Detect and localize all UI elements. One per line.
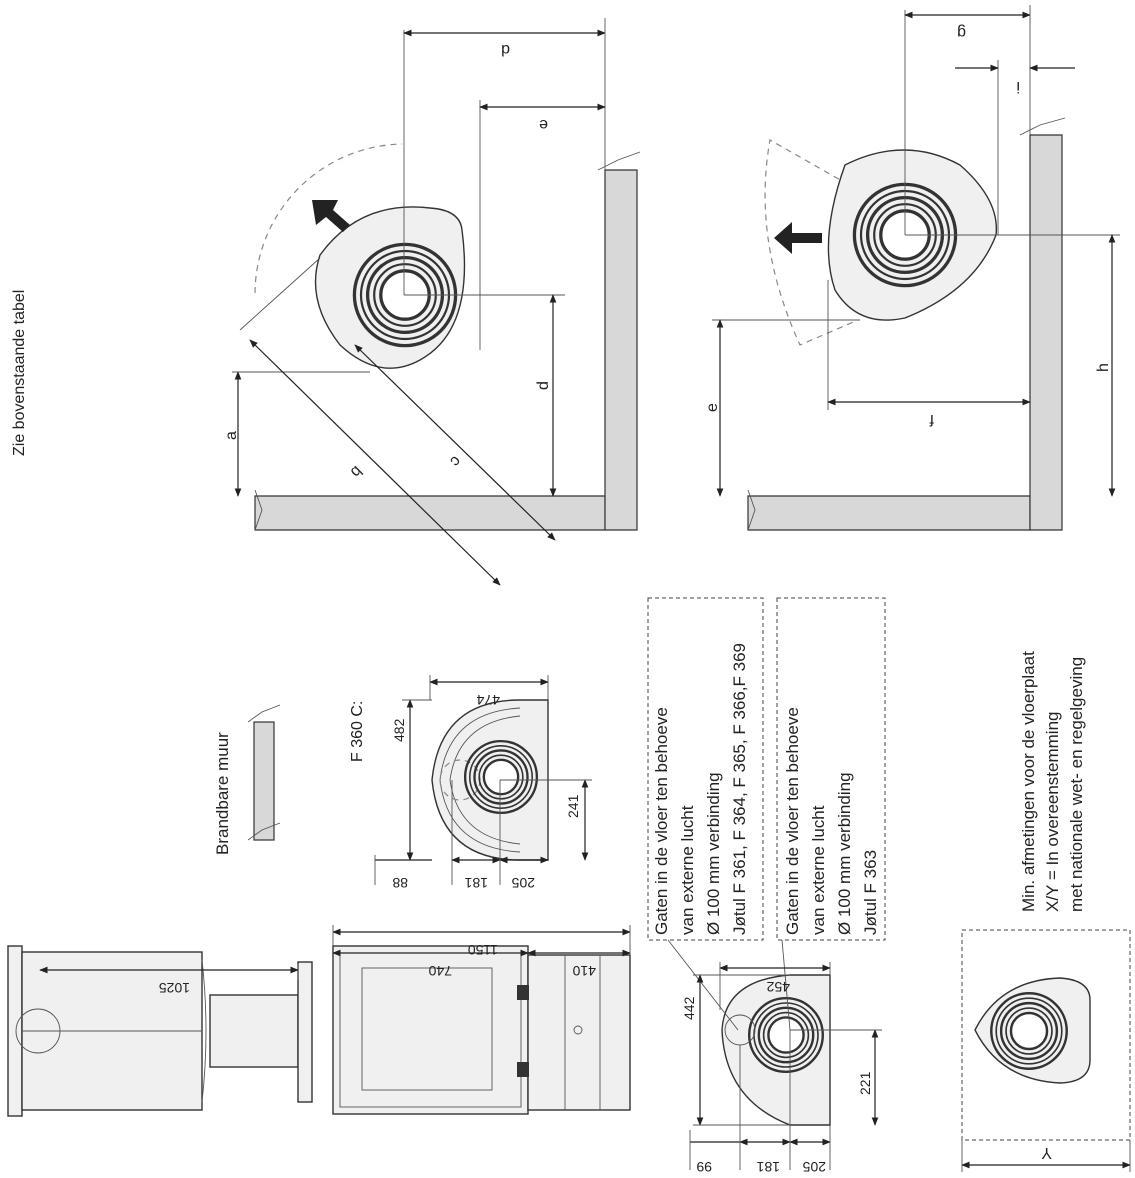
door-swing-arc bbox=[254, 143, 403, 294]
floor-holes-plan: 452 442 221 99 181 205 bbox=[667, 939, 882, 1175]
dim-241: 241 bbox=[565, 794, 581, 818]
wall-swatch bbox=[253, 721, 275, 841]
dim-410: 410 bbox=[572, 963, 596, 979]
see-table-label: Zie bovenstaande tabel bbox=[11, 290, 28, 456]
direction-arrow-icon bbox=[312, 200, 350, 232]
dim-letter-e-top: e bbox=[539, 116, 548, 133]
air-holes-box-1: Gaten in de vloer ten behoeve van extern… bbox=[647, 597, 764, 941]
door-swing-sector bbox=[764, 139, 859, 346]
corner-install-diagram: a b c d d e bbox=[223, 18, 641, 586]
box1-line3: Ø 100 mm verbinding bbox=[704, 772, 723, 935]
dim-letter-i: i bbox=[1016, 78, 1020, 95]
dim-letter-g: g bbox=[957, 24, 966, 41]
wall-right bbox=[604, 169, 638, 531]
box1-line4: Jøtul F 361, F 364, F 365, F 366,F 369 bbox=[730, 643, 749, 935]
dim-474: 474 bbox=[476, 692, 500, 708]
dim-740: 740 bbox=[428, 963, 452, 979]
box1-line1: Gaten in de vloer ten behoeve bbox=[652, 707, 671, 935]
wall-bottom bbox=[254, 495, 606, 531]
dim-letter-f: f bbox=[929, 411, 934, 428]
floorplate-box: Y bbox=[961, 929, 1131, 1172]
model-c-label: F 360 C: bbox=[349, 701, 366, 762]
dim-205-bottom: 205 bbox=[802, 1159, 826, 1175]
box2-line1: Gaten in de vloer ten behoeve bbox=[783, 707, 802, 935]
dim-205-top: 205 bbox=[511, 875, 535, 891]
dim-letter-b: b bbox=[347, 462, 365, 480]
side-view: 1025 bbox=[7, 945, 313, 1117]
combustible-wall-legend: Brandbare muur bbox=[213, 704, 281, 855]
wall-install-diagram: g i e f h bbox=[704, 5, 1120, 531]
dim-221: 221 bbox=[857, 1071, 873, 1095]
box2-line4: Jøtul F 363 bbox=[861, 850, 880, 935]
min-dims-line2: X/Y = In overeenstemming bbox=[1043, 712, 1062, 913]
combustible-wall-label: Brandbare muur bbox=[213, 732, 232, 855]
dim-482: 482 bbox=[391, 718, 407, 742]
wall-bottom-right bbox=[747, 495, 1031, 531]
dim-181-top: 181 bbox=[464, 875, 488, 891]
dim-1025: 1025 bbox=[159, 980, 190, 996]
box2-line3: Ø 100 mm verbinding bbox=[835, 772, 854, 935]
dim-letter-e: e bbox=[704, 403, 721, 412]
direction-arrow-right-icon bbox=[774, 222, 822, 254]
wall-right-right bbox=[1029, 134, 1063, 531]
dim-letter-d-vertical: d bbox=[535, 381, 552, 390]
dim-88: 88 bbox=[392, 875, 408, 891]
dim-181-bottom: 181 bbox=[756, 1159, 780, 1175]
dim-letter-c: c bbox=[447, 452, 465, 470]
dim-1150: 1150 bbox=[468, 942, 498, 958]
axis-y-label: Y bbox=[1041, 1144, 1052, 1161]
air-holes-box-2: Gaten in de vloer ten behoeve van extern… bbox=[776, 597, 886, 941]
dim-99: 99 bbox=[696, 1159, 712, 1175]
dim-452: 452 bbox=[766, 979, 790, 995]
front-view: 1150 740 410 bbox=[332, 925, 631, 1115]
box2-line2: van externe lucht bbox=[809, 805, 828, 935]
f360c-drawing: F 360 C: 474 482 241 88 181 205 bbox=[349, 675, 592, 891]
min-dims-line3: met nationale wet- en regelgeving bbox=[1067, 657, 1086, 912]
dim-letter-a: a bbox=[223, 431, 240, 440]
dim-letter-d-horizontal: d bbox=[501, 41, 510, 58]
box1-line2: van externe lucht bbox=[678, 805, 697, 935]
floorplate-note: Min. afmetingen voor de vloerplaat X/Y =… bbox=[1019, 651, 1086, 912]
dim-442: 442 bbox=[681, 996, 697, 1020]
min-dims-line1: Min. afmetingen voor de vloerplaat bbox=[1019, 651, 1038, 912]
dim-letter-h: h bbox=[1095, 363, 1112, 372]
